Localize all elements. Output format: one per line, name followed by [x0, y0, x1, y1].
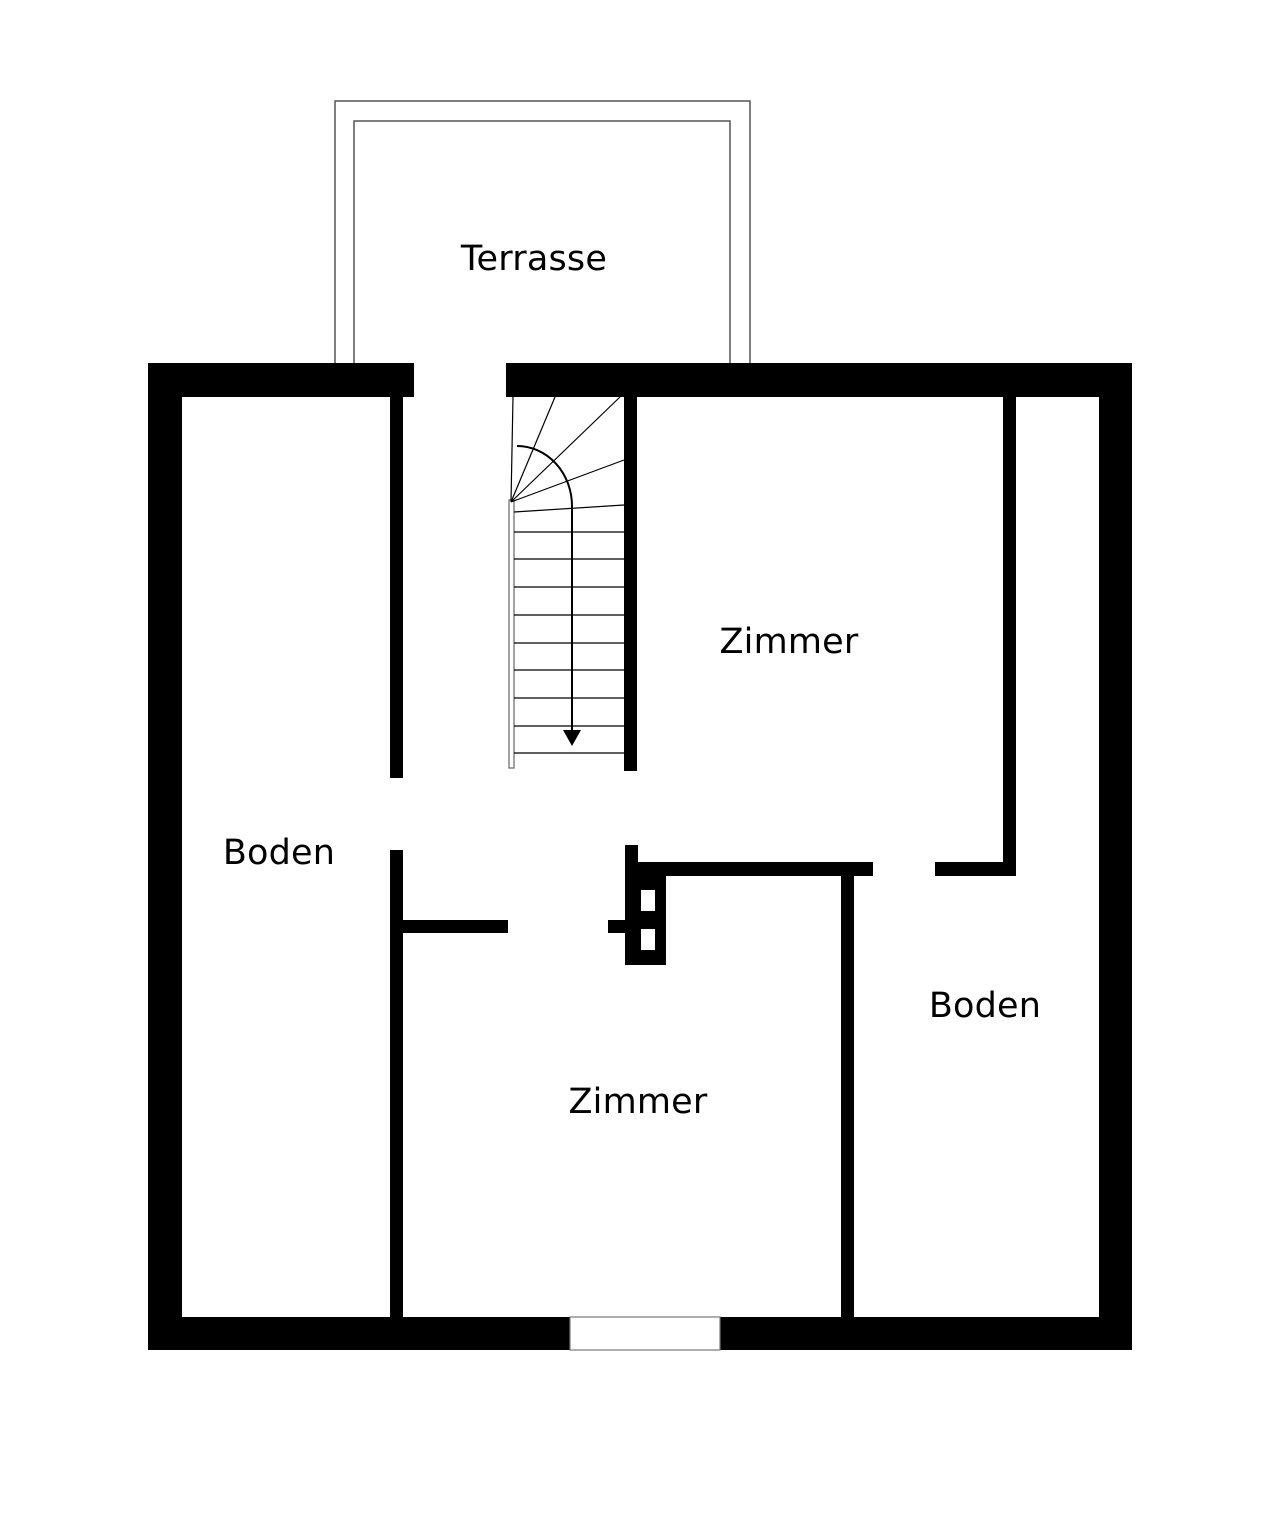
room-label-terrasse: Terrasse: [460, 239, 608, 279]
chimney-flues: [641, 890, 655, 950]
outer-walls: [148, 363, 1132, 1350]
staircase: [508, 396, 625, 769]
stair-direction-arrow: [516, 445, 581, 746]
inner-walls: [390, 397, 1016, 1317]
terrace-railing: [334, 100, 751, 363]
room-label-zimmer-top: Zimmer: [719, 622, 859, 662]
room-label-boden-left: Boden: [222, 833, 336, 873]
room-label-boden-right: Boden: [928, 986, 1042, 1026]
window: [569, 1316, 721, 1351]
room-label-zimmer-bottom: Zimmer: [568, 1082, 708, 1122]
